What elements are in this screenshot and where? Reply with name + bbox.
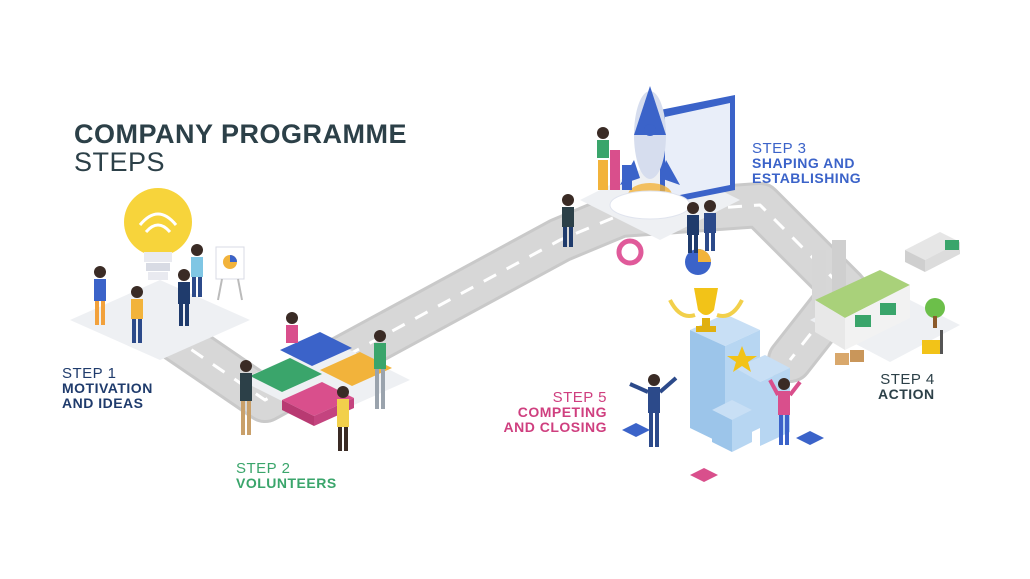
title-line-2: STEPS [74,148,407,176]
step-number: STEP 1 [62,366,153,381]
step-number: STEP 5 [495,390,607,405]
step-title-line: ACTION [878,387,935,402]
person-icon [286,312,298,343]
step-4-label: STEP 4 ACTION [878,372,935,402]
lightbulb-icon [124,188,192,280]
step-2-label: STEP 2 VOLUNTEERS [236,461,337,491]
laptop-icon [660,95,735,205]
step-title-line: COMPETING [495,405,607,420]
title-line-1: COMPANY PROGRAMME [74,120,407,148]
step2-scene [240,312,410,451]
person-icon [337,386,349,451]
boxes-icon [835,350,864,365]
person-icon [704,200,716,251]
step5-scene [622,288,824,482]
person-icon [191,244,203,297]
step-number: STEP 2 [236,461,337,476]
step-title-line: MOTIVATION [62,381,153,396]
whiteboard-icon [216,247,244,300]
step1-scene [70,188,250,360]
step-title-line: VOLUNTEERS [236,476,337,491]
step-5-label: STEP 5 COMPETING AND CLOSING [495,390,607,435]
step-title-line: AND IDEAS [62,396,153,411]
step-title-line: AND CLOSING [495,420,607,435]
step-3-label: STEP 3 SHAPING AND ESTABLISHING [752,141,861,186]
step-1-label: STEP 1 MOTIVATION AND IDEAS [62,366,153,411]
podium-icon [690,314,790,452]
step-number: STEP 3 [752,141,861,156]
magnifier-icon [619,241,641,263]
diagram-title: COMPANY PROGRAMME STEPS [74,120,407,176]
step-title-line: ESTABLISHING [752,171,861,186]
truck-icon [905,232,960,272]
person-icon [687,202,699,253]
person-icon [597,127,609,158]
step-number: STEP 4 [878,372,935,387]
step4-scene [810,232,960,365]
step-title-line: SHAPING AND [752,156,861,171]
